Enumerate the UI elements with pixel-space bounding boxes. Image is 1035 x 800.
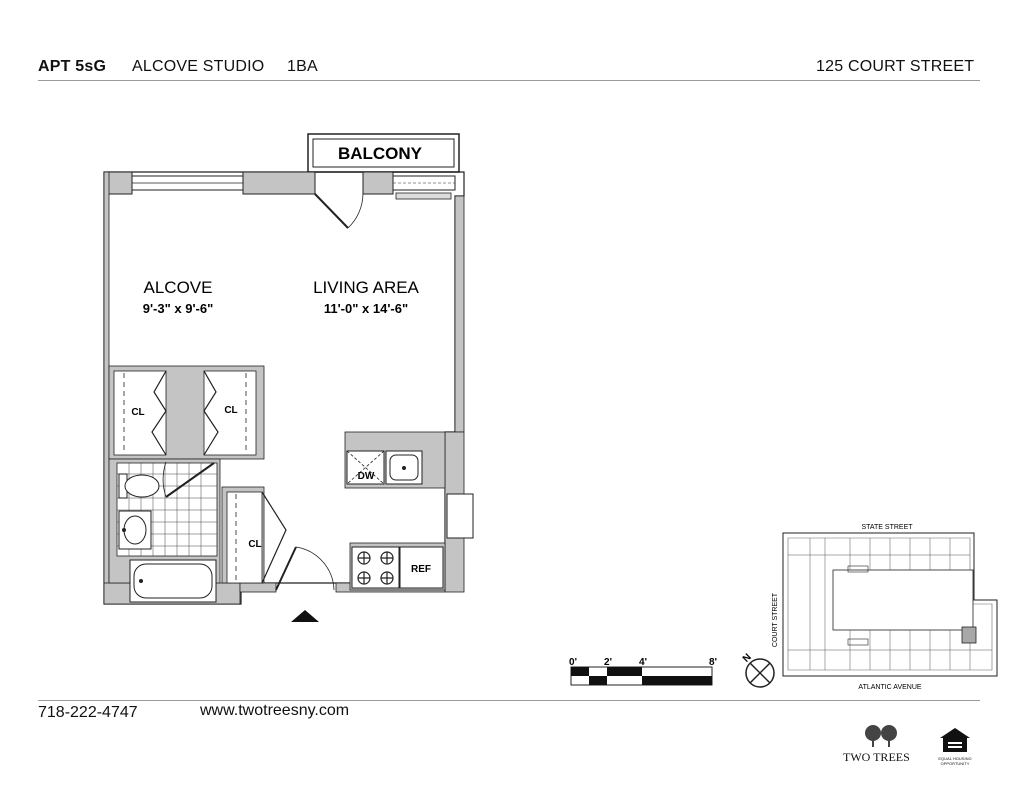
street-atlantic: ATLANTIC AVENUE xyxy=(858,684,921,691)
unit-type: ALCOVE STUDIO xyxy=(132,58,265,75)
alcove-label: ALCOVE xyxy=(144,278,213,297)
closet-label-left: CL xyxy=(131,407,144,418)
phone-number: 718-222-4747 xyxy=(38,704,138,721)
key-plan: STATE STREET ATLANTIC AVENUE COURT STREE… xyxy=(772,524,998,691)
scale-label-0: 0' xyxy=(569,657,577,668)
building-address: 125 COURT STREET xyxy=(816,58,975,75)
equal-housing-icon xyxy=(940,728,970,752)
header-rule xyxy=(38,80,980,81)
street-state: STATE STREET xyxy=(861,524,913,531)
living-area-label: LIVING AREA xyxy=(313,278,419,297)
north-compass-icon: N xyxy=(741,652,775,688)
website-link[interactable]: www.twotreesny.com xyxy=(200,702,350,719)
two-trees-logo xyxy=(865,725,897,747)
equal-housing-text: EQUAL HOUSING OPPORTUNITY xyxy=(938,756,972,766)
alcove-dimensions: 9'-3" x 9'-6" xyxy=(143,301,214,316)
room-labels: BALCONY ALCOVE 9'-3" x 9'-6" LIVING AREA… xyxy=(131,144,431,575)
balcony-label: BALCONY xyxy=(338,144,423,163)
brand-name: TWO TREES xyxy=(843,750,910,764)
scale-label-2: 2' xyxy=(604,657,612,668)
dishwasher-label: DW xyxy=(358,471,375,482)
closet-label-hall: CL xyxy=(248,539,261,550)
scale-label-4: 4' xyxy=(639,657,647,668)
street-court: COURT STREET xyxy=(772,592,779,647)
closet-label-right: CL xyxy=(224,405,237,416)
apartment-number: APT 5sG xyxy=(38,58,107,75)
refrigerator-label: REF xyxy=(411,564,431,575)
floor-plan-walls xyxy=(103,133,474,622)
footer-rule xyxy=(38,700,980,701)
living-area-dimensions: 11'-0" x 14'-6" xyxy=(324,301,408,316)
unit-highlight xyxy=(961,626,977,644)
bath-count: 1BA xyxy=(287,58,318,75)
scale-bar: 0' 2' 4' 8' xyxy=(569,657,717,686)
scale-label-8: 8' xyxy=(709,657,717,668)
